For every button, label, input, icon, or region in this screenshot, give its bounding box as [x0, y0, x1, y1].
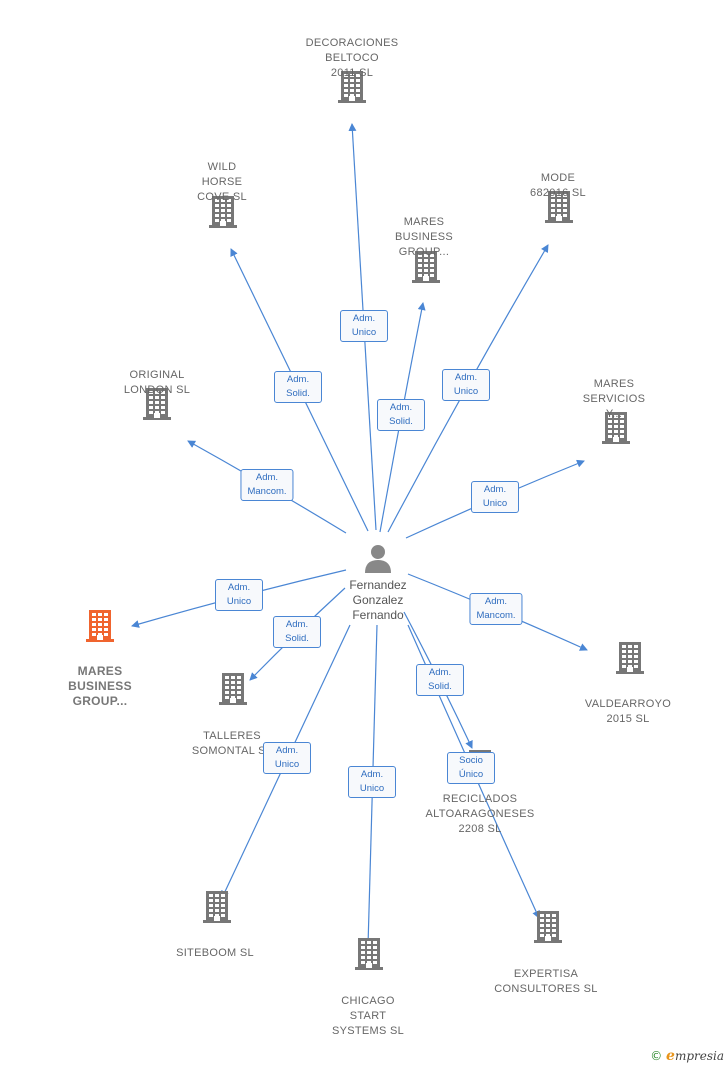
building-icon[interactable] — [203, 889, 231, 928]
brand-name: mpresia — [674, 1049, 724, 1063]
person-icon[interactable] — [363, 543, 393, 578]
relation-label-mode: Adm. Unico — [442, 369, 490, 401]
relation-label-reciclados: Adm. Solid. — [416, 664, 464, 696]
person-name[interactable]: Fernandez Gonzalez Fernando — [349, 578, 407, 622]
building-icon[interactable] — [143, 386, 171, 425]
company-label-original-london[interactable]: ORIGINAL LONDON SL — [123, 369, 191, 396]
relation-label-mares-servicios: Adm. Unico — [471, 481, 519, 513]
company-label-mares-business-main[interactable]: MARES BUSINESS GROUP... — [68, 664, 132, 708]
company-label-valdearroyo[interactable]: VALDEARROYO 2015 SL — [584, 698, 672, 725]
relation-label-mares-business-main: Adm. Unico — [215, 579, 263, 611]
building-icon[interactable] — [355, 936, 383, 975]
building-icon[interactable] — [338, 69, 366, 108]
copyright-icon: © — [650, 1049, 663, 1063]
company-label-mode[interactable]: MODE 682016 SL — [530, 172, 586, 199]
building-icon[interactable] — [616, 640, 644, 679]
company-label-mares-servicios[interactable]: MARES SERVICIOS Y... — [582, 378, 646, 420]
company-label-chicago[interactable]: CHICAGO START SYSTEMS SL — [331, 995, 405, 1037]
company-label-decoraciones[interactable]: DECORACIONES BELTOCO 2011 SL — [305, 37, 399, 79]
relation-label-expertisa: Socio Único — [447, 752, 495, 784]
relation-label-valdearroyo: Adm. Mancom. — [469, 593, 523, 625]
company-label-talleres[interactable]: TALLERES SOMONTAL SL — [191, 730, 272, 757]
company-label-expertisa[interactable]: EXPERTISA CONSULTORES SL — [494, 968, 598, 995]
company-label-wild-horse[interactable]: WILD HORSE COVE SL — [197, 161, 247, 203]
company-label-reciclados[interactable]: RECICLADOS ALTOARAGONESES 2208 SL — [425, 793, 535, 835]
relation-label-decoraciones: Adm. Unico — [340, 310, 388, 342]
building-icon[interactable] — [219, 671, 247, 710]
relation-label-original-london: Adm. Mancom. — [240, 469, 294, 501]
relation-label-talleres: Adm. Solid. — [273, 616, 321, 648]
relation-label-wild-horse: Adm. Solid. — [274, 371, 322, 403]
relation-label-chicago: Adm. Unico — [348, 766, 396, 798]
relation-label-siteboom: Adm. Unico — [263, 742, 311, 774]
building-icon[interactable] — [545, 189, 573, 228]
empresia-brand: © empresia — [650, 1048, 724, 1064]
building-icon[interactable] — [412, 249, 440, 288]
company-label-siteboom[interactable]: SITEBOOM SL — [176, 947, 254, 959]
building-icon[interactable] — [602, 410, 630, 449]
brand-initial: e — [666, 1048, 675, 1064]
building-icon[interactable] — [209, 194, 237, 233]
building-icon[interactable] — [534, 909, 562, 948]
building-icon[interactable] — [86, 608, 114, 647]
relation-label-mares-business-top: Adm. Solid. — [377, 399, 425, 431]
company-label-mares-business-top[interactable]: MARES BUSINESS GROUP... — [394, 216, 454, 258]
